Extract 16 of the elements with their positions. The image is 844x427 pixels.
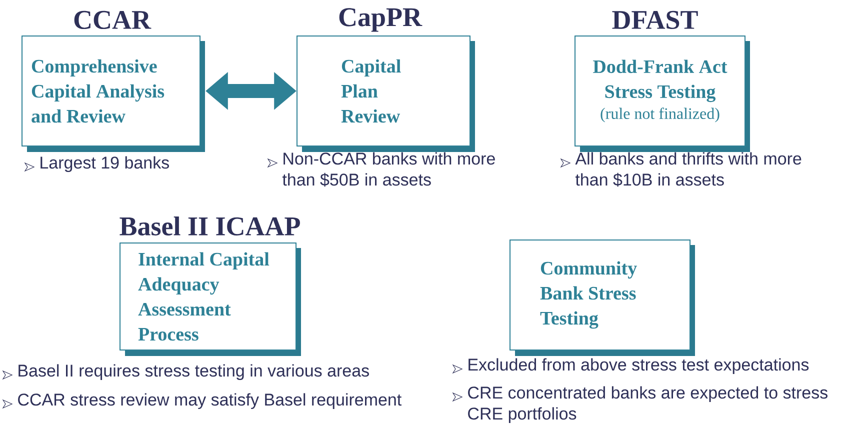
bullet-text: Non-CCAR banks with more than $50B in assets xyxy=(282,152,495,187)
process-box: Community Bank Stress Testing xyxy=(510,240,695,356)
bullet-text: Excluded from above stress test expectations xyxy=(468,358,809,374)
process-box: DFAST Dodd-Frank Act Stress Testing (rule not finalized) xyxy=(574,10,750,152)
bullet-text: Largest 19 banks xyxy=(40,156,169,172)
process-box: Basel II ICAAP Internal Capital Adequacy Assessment Process xyxy=(120,216,301,356)
process-box: CapPR Capital Plan Review xyxy=(296,8,475,152)
bullet-text: CRE concentrated banks are expected to stress CRE portfolios xyxy=(468,386,828,424)
bullet-text: Basel II requires stress testing in various areas xyxy=(18,364,369,380)
bullet-text: CCAR stress review may satisfy Basel requirement xyxy=(18,393,402,410)
node-label: DFAST xyxy=(612,10,698,30)
node-label: CCAR xyxy=(74,10,152,30)
node-label: Basel II ICAAP xyxy=(120,216,300,236)
bullet-text: All banks and thrifts with more than $10B in assets xyxy=(575,152,802,187)
process-box: CCAR Comprehensive Capital Analysis and Review xyxy=(22,10,205,152)
node-label: CapPR xyxy=(339,8,422,32)
